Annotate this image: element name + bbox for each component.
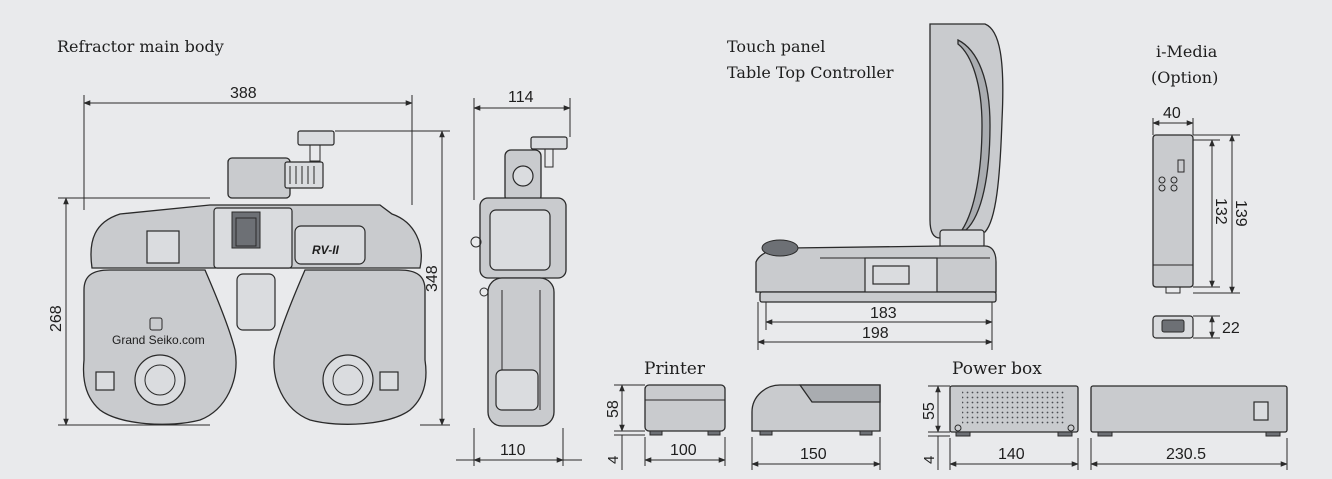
right-eye-port-icon	[379, 371, 399, 391]
dim-side-bottom: 110	[500, 442, 526, 459]
touch-panel-title: Touch panel	[727, 37, 825, 56]
dim-refractor-body-height: 268	[48, 305, 65, 332]
dim-power-foot: 4	[921, 456, 938, 464]
imedia-view	[1152, 134, 1194, 339]
key-icon	[1158, 159, 1185, 192]
dim-power-width: 140	[998, 446, 1025, 463]
refractor-front-dimensions: 388 268 348	[48, 85, 450, 426]
dim-printer-height: 58	[605, 400, 622, 418]
power-switch-icon	[1253, 401, 1269, 421]
model-badge: RV-II	[312, 243, 340, 257]
panel-connector-icon	[872, 265, 910, 285]
power-box-dimensions: 55 4 140 230.5	[921, 385, 1288, 470]
printer-side-view	[751, 384, 881, 436]
touch-panel-view	[755, 23, 1004, 303]
dim-power-height: 55	[921, 402, 938, 420]
left-eye-port-icon	[95, 371, 115, 391]
refractor-front-view: RV-II Grand Seiko.com	[82, 130, 427, 425]
dim-side-top: 114	[508, 89, 534, 106]
dim-printer-foot: 4	[605, 456, 622, 464]
table-top-title: Table Top Controller	[727, 63, 894, 82]
imedia-title: i-Media	[1156, 42, 1218, 61]
dim-printer-width: 100	[670, 442, 697, 459]
imedia-dimensions: 40 132 139 22	[1152, 105, 1249, 339]
refractor-side-view	[470, 136, 568, 427]
dim-refractor-total-height: 348	[424, 265, 441, 292]
dim-imedia-width: 40	[1163, 105, 1181, 122]
dim-printer-depth: 150	[800, 446, 827, 463]
brand-label: Grand Seiko.com	[112, 333, 205, 347]
printer-title: Printer	[644, 359, 706, 379]
dim-power-depth: 230.5	[1166, 446, 1206, 463]
dim-panel-base: 183	[870, 305, 897, 322]
dim-imedia-h2: 139	[1232, 200, 1249, 227]
refractor-title: Refractor main body	[57, 37, 224, 56]
dim-refractor-width: 388	[230, 85, 257, 102]
power-box-side-view	[1090, 385, 1288, 437]
power-box-front-view	[949, 385, 1079, 437]
power-box-title: Power box	[952, 359, 1042, 379]
printer-dimensions: 58 4 100 150	[605, 384, 881, 470]
printer-front-view	[644, 384, 726, 436]
dim-imedia-conn: 22	[1222, 320, 1240, 337]
refractor-side-dimensions: 114 110	[456, 89, 582, 466]
touch-panel-dimensions: 183 198	[757, 302, 993, 350]
dim-panel-total: 198	[862, 325, 889, 342]
dim-imedia-h1: 132	[1212, 198, 1229, 225]
imedia-connector-icon	[1161, 319, 1185, 333]
imedia-option: (Option)	[1151, 68, 1218, 87]
